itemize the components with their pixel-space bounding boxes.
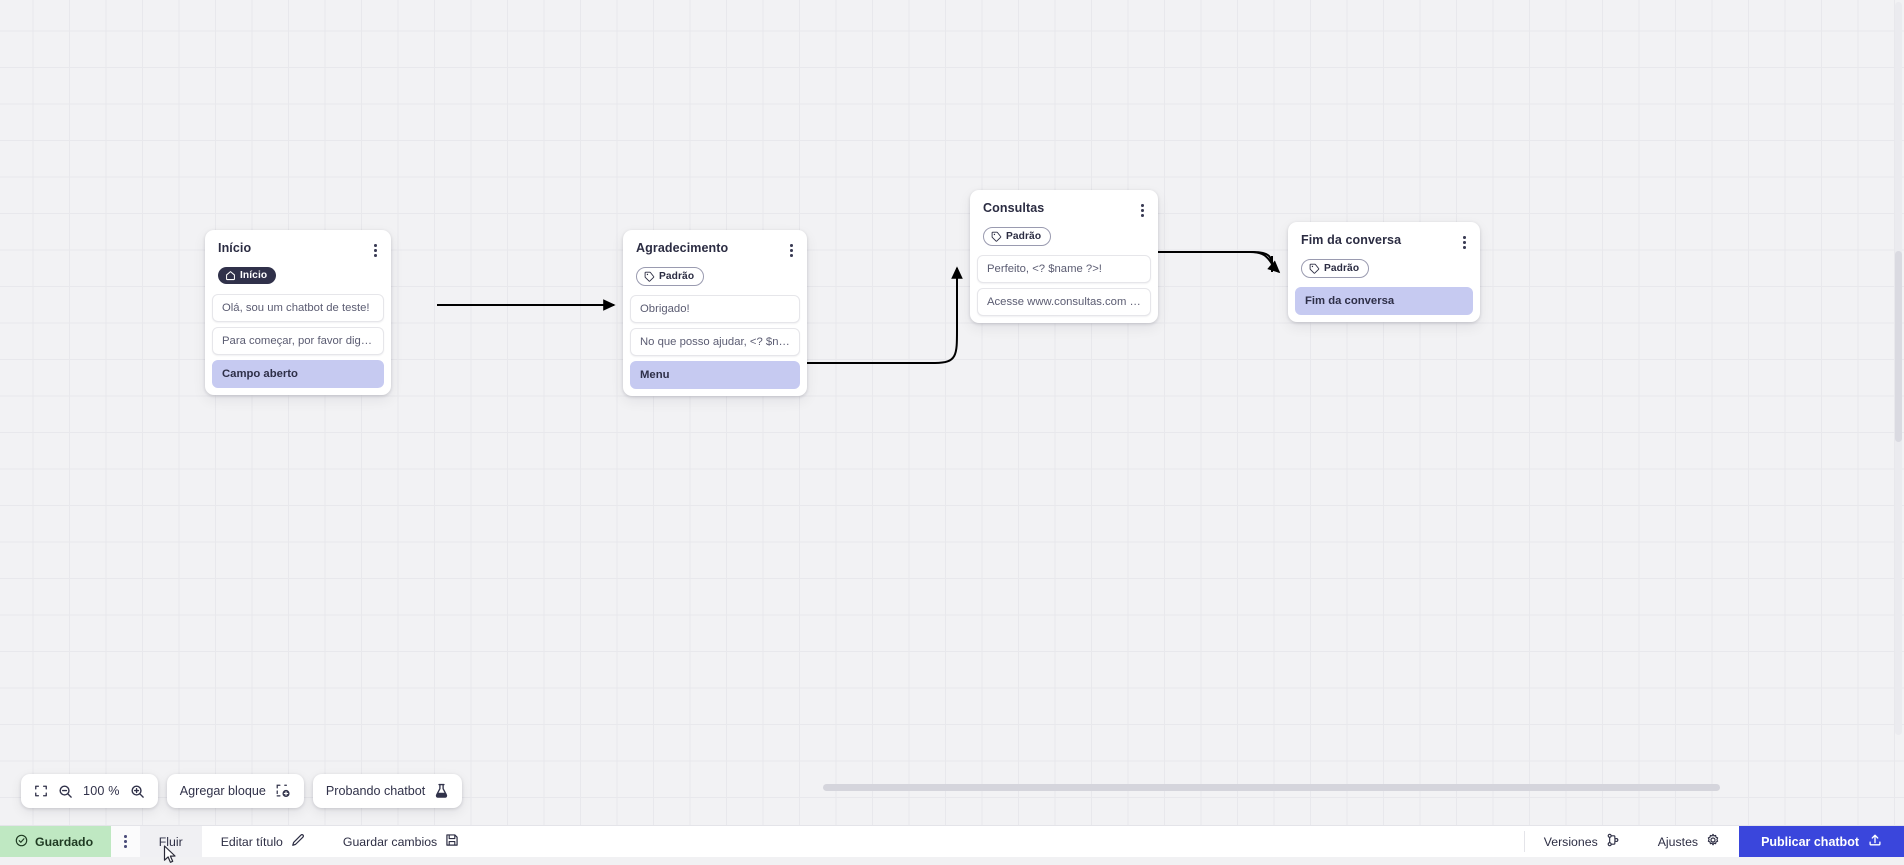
add-block-icon bbox=[275, 783, 291, 799]
save-changes-button[interactable]: Guardar cambios bbox=[324, 826, 478, 857]
node-row[interactable]: Obrigado! bbox=[630, 295, 800, 323]
fit-screen-icon[interactable] bbox=[34, 784, 48, 798]
node-rows: Olá, sou um chatbot de teste! Para começ… bbox=[205, 294, 391, 388]
node-row-highlighted[interactable]: Campo aberto bbox=[212, 360, 384, 388]
versions-label: Versiones bbox=[1544, 835, 1598, 849]
flow-canvas[interactable]: Início Início Olá, sou um chatbot de tes… bbox=[0, 0, 1904, 825]
gear-icon bbox=[1706, 833, 1720, 850]
tab-fluir[interactable]: Fluir bbox=[140, 826, 202, 857]
node-header: Início bbox=[205, 230, 391, 260]
settings-button[interactable]: Ajustes bbox=[1639, 826, 1739, 857]
node-title: Consultas bbox=[983, 201, 1044, 216]
zoom-controls-group: 100 % bbox=[21, 774, 158, 808]
tag-icon bbox=[1309, 263, 1320, 274]
versions-button[interactable]: Versiones bbox=[1525, 826, 1639, 857]
node-header: Agradecimento bbox=[623, 230, 807, 260]
flow-node-fim-da-conversa[interactable]: Fim da conversa Padrão Fim da conversa bbox=[1288, 222, 1480, 322]
node-title: Agradecimento bbox=[636, 241, 728, 256]
node-badge-label: Padrão bbox=[659, 271, 694, 282]
save-changes-label: Guardar cambios bbox=[343, 835, 437, 849]
zoom-in-icon[interactable] bbox=[130, 784, 145, 799]
add-block-group[interactable]: Agregar bloque bbox=[167, 774, 304, 808]
node-row[interactable]: Acesse www.consultas.com par... bbox=[977, 288, 1151, 316]
node-badge-padrao[interactable]: Padrão bbox=[636, 267, 704, 286]
node-badge-row: Início bbox=[205, 260, 391, 294]
flask-icon bbox=[434, 783, 449, 799]
floppy-icon bbox=[445, 833, 459, 850]
tab-fluir-label: Fluir bbox=[159, 835, 183, 849]
add-block-label: Agregar bloque bbox=[180, 784, 266, 798]
node-rows: Fim da conversa bbox=[1288, 287, 1480, 315]
node-badge-row: Padrão bbox=[623, 260, 807, 295]
branch-icon bbox=[1606, 833, 1620, 850]
canvas-toolbar: 100 % Agregar bloque Probando chatbot bbox=[21, 774, 462, 808]
edge-agradecimento-to-consultas bbox=[806, 268, 957, 363]
zoom-out-icon[interactable] bbox=[58, 784, 73, 799]
test-chatbot-button[interactable]: Probando chatbot bbox=[326, 783, 449, 799]
node-badge-row: Padrão bbox=[1288, 252, 1480, 287]
node-badge-label: Início bbox=[240, 270, 267, 281]
zoom-level-value: 100 % bbox=[83, 784, 120, 798]
tag-icon bbox=[991, 231, 1002, 242]
node-badge-label: Padrão bbox=[1006, 231, 1041, 242]
pencil-icon bbox=[291, 833, 305, 850]
node-title: Início bbox=[218, 241, 251, 256]
node-row[interactable]: No que posso ajudar, <? $name ... bbox=[630, 328, 800, 356]
node-menu-icon[interactable] bbox=[1455, 233, 1469, 252]
vertical-scrollbar-thumb[interactable] bbox=[1895, 251, 1902, 442]
node-badge-label: Padrão bbox=[1324, 263, 1359, 274]
flow-node-consultas[interactable]: Consultas Padrão Perfeito, <? $name ?>! … bbox=[970, 190, 1158, 323]
bottom-bar-right-group: Versiones Ajustes Publicar chatbot bbox=[1524, 826, 1904, 857]
node-menu-icon[interactable] bbox=[782, 241, 796, 260]
node-row[interactable]: Para começar, por favor digite o ... bbox=[212, 327, 384, 355]
node-menu-icon[interactable] bbox=[1133, 201, 1147, 220]
node-header: Fim da conversa bbox=[1288, 222, 1480, 252]
test-chatbot-group[interactable]: Probando chatbot bbox=[313, 774, 462, 808]
connector-edges bbox=[0, 0, 1904, 825]
node-title: Fim da conversa bbox=[1301, 233, 1401, 248]
node-rows: Obrigado! No que posso ajudar, <? $name … bbox=[623, 295, 807, 389]
node-badge-inicio[interactable]: Início bbox=[218, 267, 276, 284]
publish-chatbot-label: Publicar chatbot bbox=[1761, 835, 1859, 849]
vertical-scrollbar[interactable] bbox=[1895, 2, 1902, 735]
tag-icon bbox=[644, 271, 655, 282]
bottom-status-bar: Guardado Fluir Editar título Guardar cam… bbox=[0, 825, 1904, 857]
node-rows: Perfeito, <? $name ?>! Acesse www.consul… bbox=[970, 255, 1158, 316]
edit-title-label: Editar título bbox=[221, 835, 283, 849]
publish-chatbot-button[interactable]: Publicar chatbot bbox=[1739, 826, 1904, 857]
node-header: Consultas bbox=[970, 190, 1158, 220]
node-badge-padrao[interactable]: Padrão bbox=[983, 227, 1051, 246]
node-badge-padrao[interactable]: Padrão bbox=[1301, 259, 1369, 278]
settings-label: Ajustes bbox=[1658, 835, 1698, 849]
node-row-highlighted[interactable]: Menu bbox=[630, 361, 800, 389]
edge-consultas-to-fim bbox=[1158, 252, 1272, 272]
node-row-highlighted[interactable]: Fim da conversa bbox=[1295, 287, 1473, 315]
check-circle-icon bbox=[15, 834, 28, 850]
edge-consultas-to-fim-tail bbox=[1158, 252, 1279, 272]
node-row[interactable]: Olá, sou um chatbot de teste! bbox=[212, 294, 384, 322]
flow-node-inicio[interactable]: Início Início Olá, sou um chatbot de tes… bbox=[205, 230, 391, 395]
node-badge-row: Padrão bbox=[970, 220, 1158, 255]
node-menu-icon[interactable] bbox=[366, 241, 380, 260]
home-icon bbox=[225, 270, 236, 281]
upload-icon bbox=[1868, 833, 1882, 850]
flow-node-agradecimento[interactable]: Agradecimento Padrão Obrigado! No que po… bbox=[623, 230, 807, 396]
node-row[interactable]: Perfeito, <? $name ?>! bbox=[977, 255, 1151, 283]
add-block-button[interactable]: Agregar bloque bbox=[180, 783, 291, 799]
saved-status-label: Guardado bbox=[35, 835, 93, 849]
test-chatbot-label: Probando chatbot bbox=[326, 784, 425, 798]
saved-status-badge: Guardado bbox=[0, 826, 111, 857]
edit-title-button[interactable]: Editar título bbox=[202, 826, 324, 857]
horizontal-scrollbar-thumb[interactable] bbox=[823, 784, 1720, 791]
kebab-menu-icon[interactable] bbox=[111, 826, 140, 857]
